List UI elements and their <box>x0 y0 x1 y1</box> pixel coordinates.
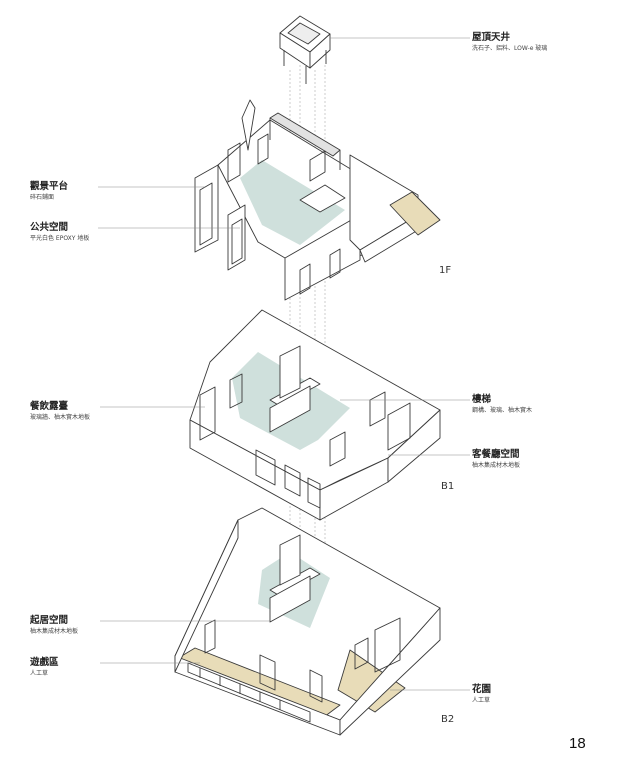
label-guest-dining: 客餐廳空間 柚木集成材木地板 <box>472 449 520 470</box>
label-dining-terrace: 餐飲露臺 玻璃牆、柚木實木地板 <box>30 401 90 422</box>
floor-label-b1: B1 <box>441 481 455 492</box>
label-title: 公共空間 <box>30 222 69 233</box>
label-title: 起居空間 <box>30 615 69 626</box>
floor-b2-drawing <box>174 507 441 736</box>
label-garden: 花園 人工草 <box>472 684 491 705</box>
label-title: 花園 <box>472 684 492 695</box>
leader-lines <box>98 37 470 691</box>
floor-1f-drawing <box>194 99 441 301</box>
label-title: 屋頂天井 <box>472 32 511 43</box>
label-title: 餐飲露臺 <box>30 401 69 412</box>
page-number: 18 <box>569 735 586 752</box>
label-detail: 玻璃牆、柚木實木地板 <box>30 414 91 421</box>
label-detail: 人工草 <box>30 670 49 677</box>
label-public-space: 公共空間 平光白色 EPOXY 地板 <box>30 222 89 243</box>
floor-label-1f: 1F <box>439 265 452 276</box>
label-staircase: 樓梯 鋼構、玻璃、柚木實木 <box>472 394 532 415</box>
label-detail: 平光白色 EPOXY 地板 <box>30 235 90 242</box>
label-title: 客餐廳空間 <box>472 449 520 460</box>
label-title: 遊戲區 <box>30 657 59 668</box>
label-detail: 碎石鋪面 <box>30 194 55 201</box>
roof-skylight-drawing <box>279 15 331 84</box>
label-detail: 鋼構、玻璃、柚木實木 <box>472 407 533 414</box>
label-detail: 柚木集成材木地板 <box>472 462 521 469</box>
label-roof-skylight: 屋頂天井 洗石子、鋁料、LOW-e 玻璃 <box>472 32 547 53</box>
label-detail: 人工草 <box>472 697 491 704</box>
floor-b1-drawing <box>189 309 441 521</box>
label-title: 觀景平台 <box>30 181 69 192</box>
label-detail: 洗石子、鋁料、LOW-e 玻璃 <box>472 45 548 52</box>
label-title: 樓梯 <box>472 394 492 405</box>
label-view-terrace: 觀景平台 碎石鋪面 <box>30 181 68 202</box>
label-detail: 柚木集成材木地板 <box>30 628 79 635</box>
label-study-space: 起居空間 柚木集成材木地板 <box>30 615 78 636</box>
label-play-area: 遊戲區 人工草 <box>30 657 59 678</box>
floor-label-b2: B2 <box>441 714 455 725</box>
